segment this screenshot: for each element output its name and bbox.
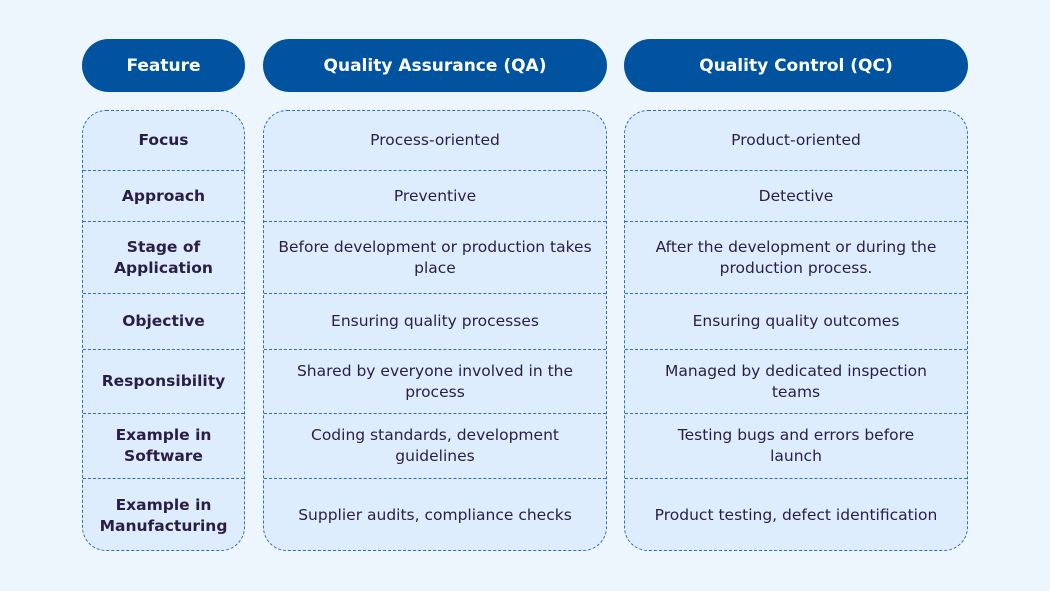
qc-cell: Ensuring quality outcomes [625,294,967,350]
qa-column: Process-oriented Preventive Before devel… [263,110,607,551]
feature-cell: Focus [83,111,244,171]
qa-cell: Coding standards, development guidelines [264,414,606,479]
qa-cell: Preventive [264,171,606,222]
feature-cell: Example in Manufacturing [99,495,228,535]
feature-cell: Responsibility [83,350,244,414]
feature-cell: Stage of Application [83,222,244,294]
header-feature: Feature [82,39,245,92]
feature-column: Focus Approach Stage of Application Obje… [82,110,245,551]
qc-cell: Testing bugs and errors before launch [625,414,967,479]
qa-cell: Shared by everyone involved in the proce… [264,350,606,414]
qa-cell: Process-oriented [264,111,606,171]
qa-cell: Ensuring quality processes [264,294,606,350]
feature-cell: Approach [83,171,244,222]
qa-cell: Supplier audits, compliance checks [298,506,572,524]
qc-cell: After the development or during the prod… [625,222,967,294]
header-qa: Quality Assurance (QA) [263,39,607,92]
feature-cell: Example in Software [83,414,244,479]
qc-cell: Managed by dedicated inspection teams [625,350,967,414]
qc-cell: Product testing, defect identification [654,506,938,524]
qc-column: Product-oriented Detective After the dev… [624,110,968,551]
feature-cell: Objective [83,294,244,350]
qa-cell: Before development or production takes p… [264,222,606,294]
header-qc: Quality Control (QC) [624,39,968,92]
qc-cell: Detective [625,171,967,222]
qc-cell: Product-oriented [625,111,967,171]
